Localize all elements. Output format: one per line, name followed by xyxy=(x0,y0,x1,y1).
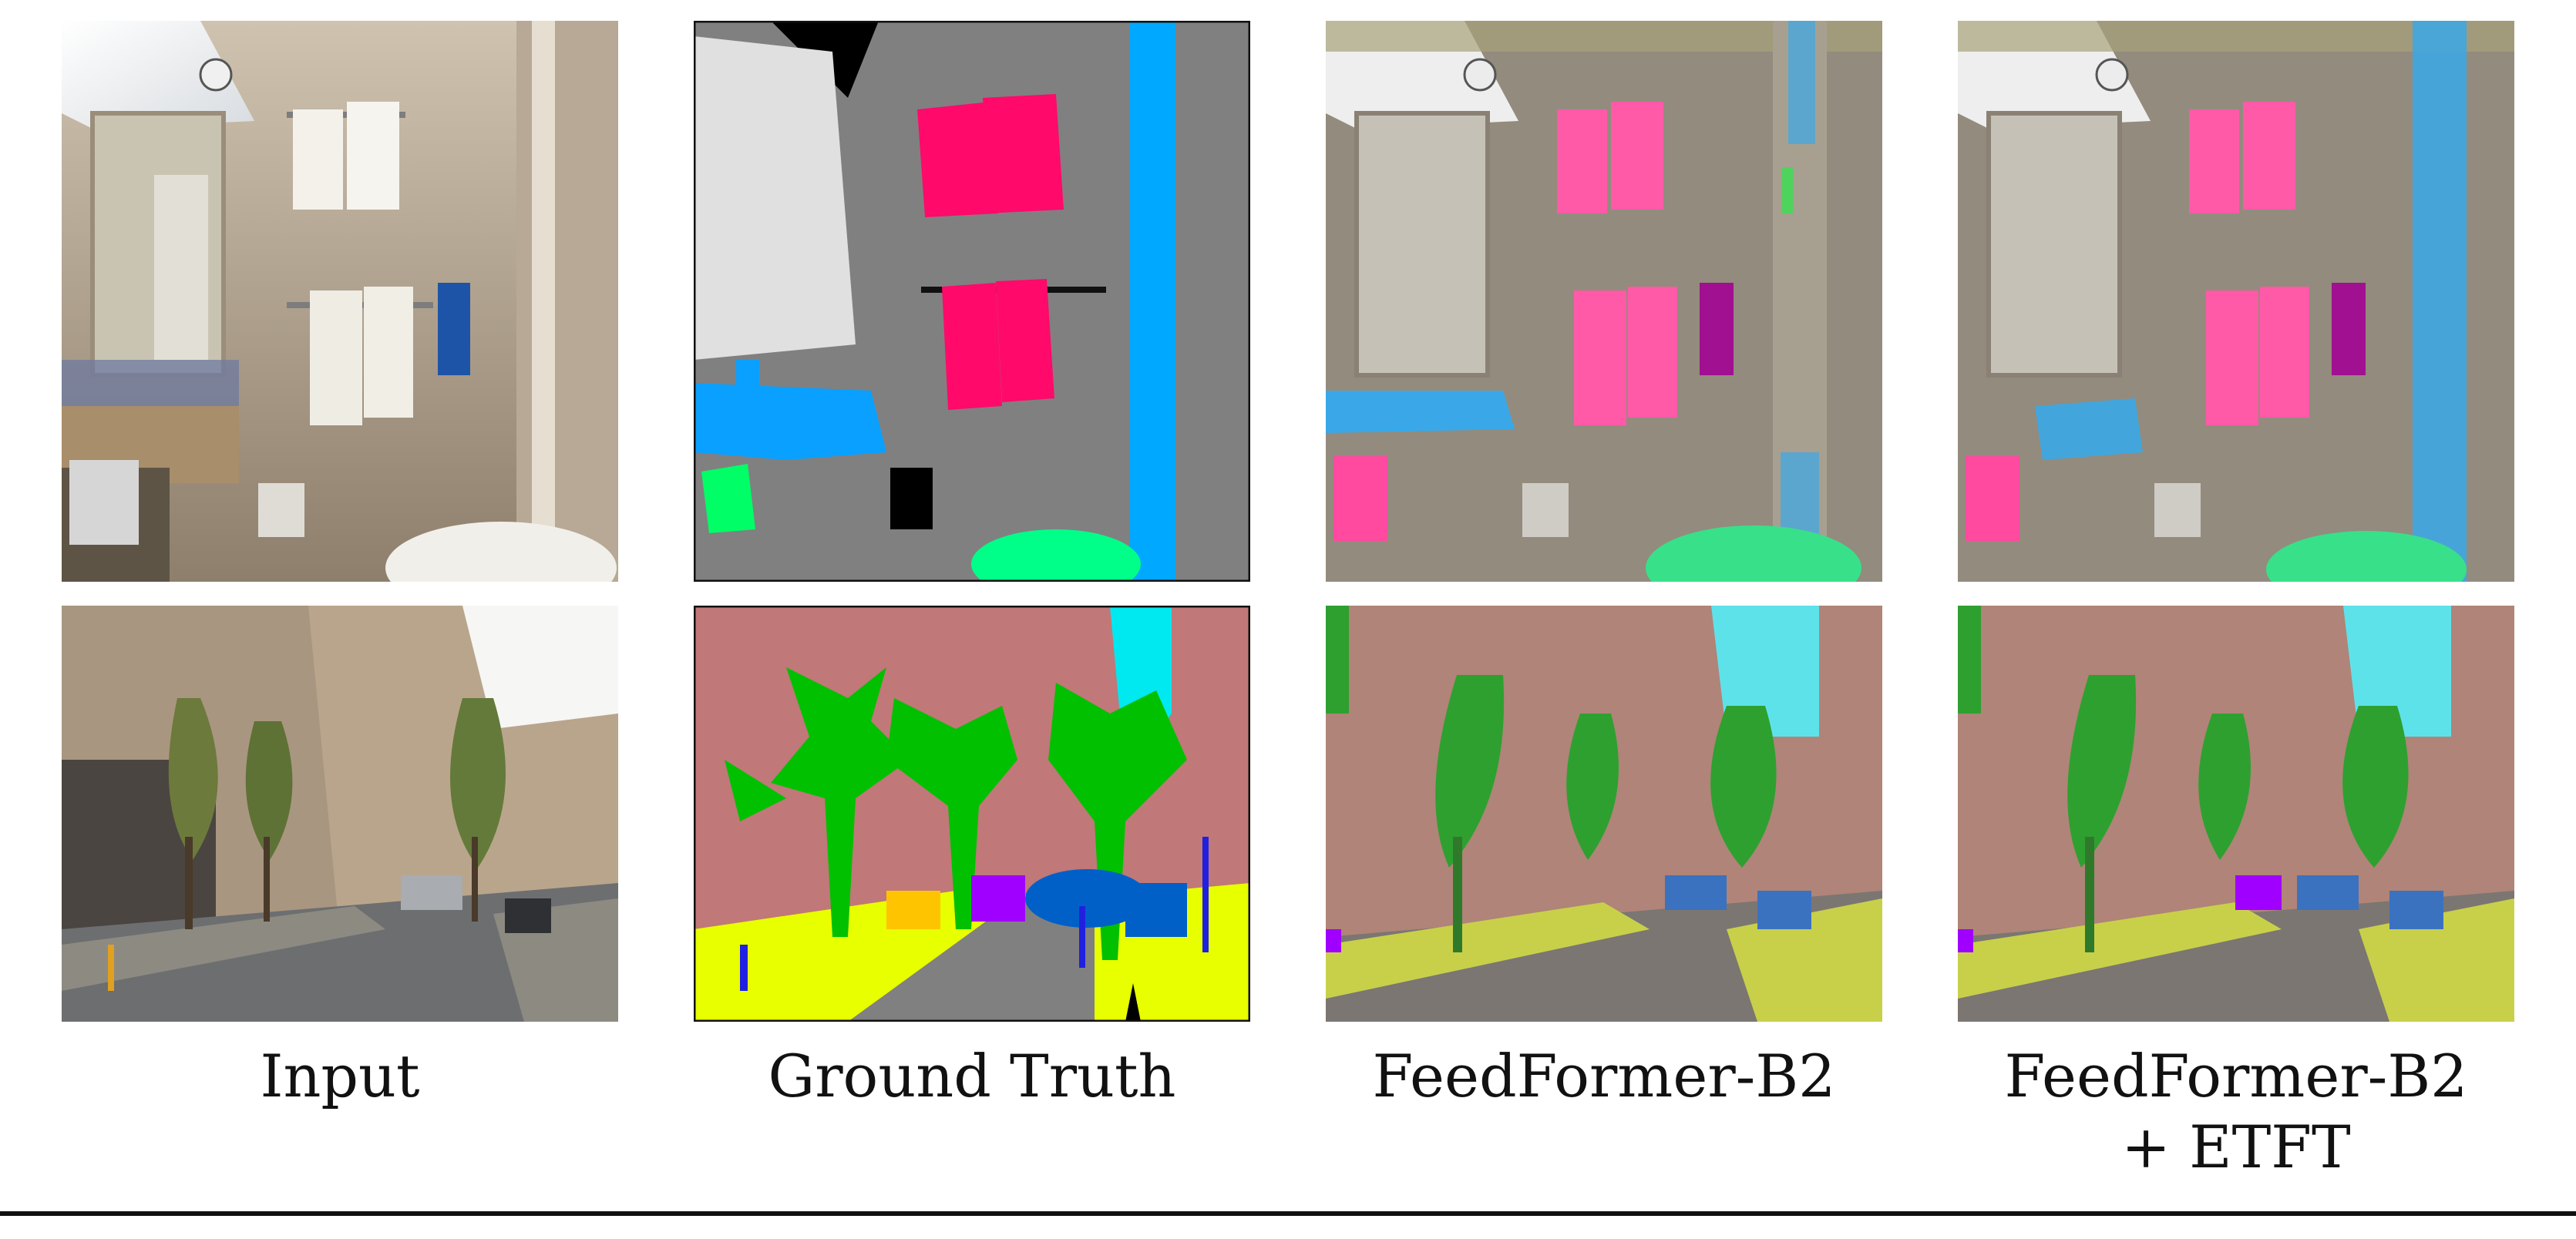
column-label-feedformer: FeedFormer-B2 xyxy=(1372,1042,1836,1110)
segmentation-gt-bathroom xyxy=(694,21,1250,582)
panel-gt-bathroom xyxy=(694,21,1250,582)
column-label-ground-truth: Ground Truth xyxy=(768,1042,1176,1110)
column-label-feedformer-etft-line2: + ETFT xyxy=(2121,1113,2351,1181)
prediction-feedformer-etft-bathroom xyxy=(1958,21,2514,582)
panel-feedformer-etft-street xyxy=(1958,606,2514,1022)
prediction-feedformer-bathroom xyxy=(1326,21,1882,582)
column-label-input: Input xyxy=(260,1042,420,1110)
panel-input-street xyxy=(62,606,618,1022)
panel-feedformer-bathroom xyxy=(1326,21,1882,582)
bottom-rule xyxy=(0,1211,2576,1216)
panel-input-bathroom xyxy=(62,21,618,582)
photo-bathroom xyxy=(62,21,618,582)
prediction-feedformer-etft-street xyxy=(1958,606,2514,1022)
column-label-feedformer-etft-line1: FeedFormer-B2 xyxy=(2004,1042,2468,1110)
column-label-feedformer-etft: FeedFormer-B2 + ETFT xyxy=(1889,1041,2576,1183)
panel-gt-street xyxy=(694,606,1250,1022)
segmentation-gt-street xyxy=(694,606,1250,1022)
prediction-feedformer-street xyxy=(1326,606,1882,1022)
panel-feedformer-street xyxy=(1326,606,1882,1022)
photo-street xyxy=(62,606,618,1022)
panel-feedformer-etft-bathroom xyxy=(1958,21,2514,582)
